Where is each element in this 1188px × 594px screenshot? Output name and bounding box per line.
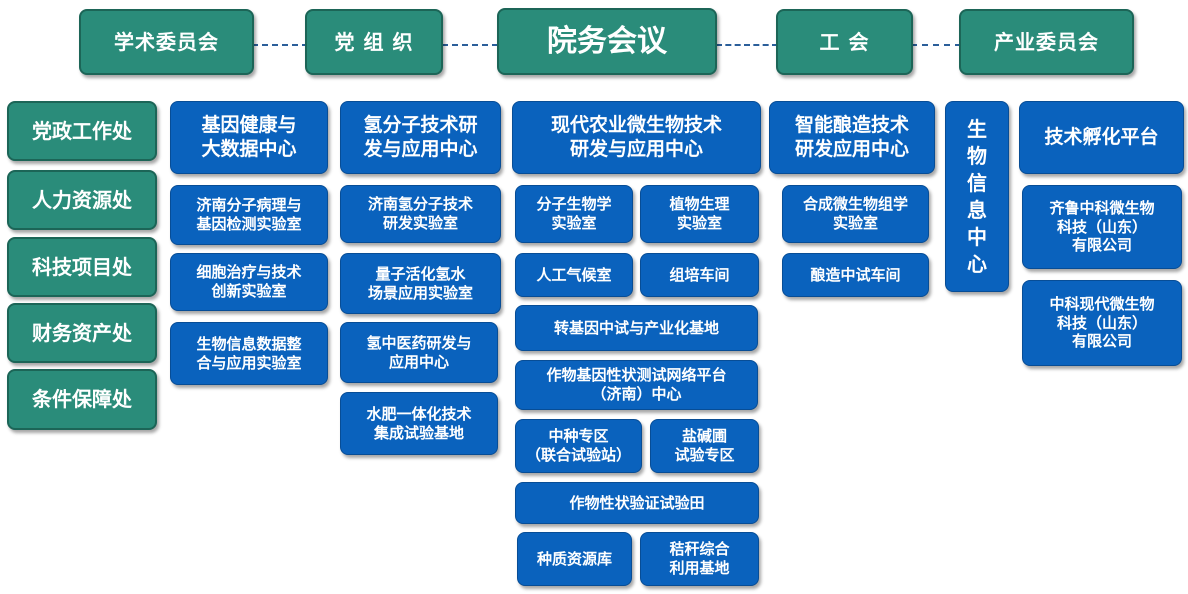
lab-box: 转基因中试与产业化基地 — [515, 305, 758, 351]
industry-committee-box: 产业委员会 — [959, 9, 1134, 75]
brewing-center-box: 智能酿造技术 研发应用中心 — [769, 101, 935, 174]
department-box: 财务资产处 — [7, 303, 157, 363]
academy-meeting-box: 院务会议 — [497, 8, 717, 75]
microbe-agri-center-box: 现代农业微生物技术 研发与应用中心 — [512, 101, 761, 174]
company-box: 中科现代微生物 科技（山东） 有限公司 — [1022, 280, 1182, 366]
department-box: 人力资源处 — [7, 170, 157, 230]
department-box: 条件保障处 — [7, 369, 157, 430]
lab-box: 氢中医药研发与 应用中心 — [340, 322, 498, 383]
lab-box: 人工气候室 — [515, 253, 633, 297]
academic-committee-box: 学术委员会 — [79, 9, 254, 75]
lab-box: 济南氢分子技术 研发实验室 — [340, 185, 501, 243]
lab-box: 生物信息数据整 合与应用实验室 — [170, 322, 328, 385]
department-box: 党政工作处 — [7, 101, 157, 161]
lab-box: 济南分子病理与 基因检测实验室 — [170, 185, 328, 245]
lab-box: 中种专区 （联合试验站） — [515, 419, 642, 473]
labor-union-box: 工 会 — [776, 9, 913, 75]
company-box: 齐鲁中科微生物 科技（山东） 有限公司 — [1022, 185, 1182, 269]
connector-line — [252, 44, 308, 46]
party-organization-box: 党 组 织 — [305, 9, 443, 75]
lab-box: 量子活化氢水 场景应用实验室 — [340, 253, 501, 314]
lab-box: 秸秆综合 利用基地 — [640, 532, 759, 586]
lab-box: 作物基因性状测试网络平台 （济南）中心 — [515, 360, 758, 410]
connector-line — [716, 44, 778, 46]
department-box: 科技项目处 — [7, 237, 157, 297]
connector-line — [911, 44, 961, 46]
lab-box: 植物生理 实验室 — [640, 185, 759, 243]
lab-box: 合成微生物组学 实验室 — [782, 185, 929, 243]
lab-box: 分子生物学 实验室 — [515, 185, 633, 243]
connector-line — [442, 44, 498, 46]
lab-box: 水肥一体化技术 集成试验基地 — [340, 392, 498, 455]
incubation-platform-box: 技术孵化平台 — [1019, 101, 1184, 174]
bioinfo-center-box: 生 物 信 息 中 心 — [945, 101, 1009, 292]
gene-health-center-box: 基因健康与 大数据中心 — [170, 101, 328, 174]
lab-box: 盐碱圃 试验专区 — [650, 419, 759, 473]
lab-box: 作物性状验证试验田 — [515, 482, 759, 524]
lab-box: 细胞治疗与技术 创新实验室 — [170, 253, 328, 311]
lab-box: 种质资源库 — [517, 532, 632, 586]
hydrogen-center-box: 氢分子技术研 发与应用中心 — [340, 101, 501, 174]
lab-box: 组培车间 — [640, 253, 759, 297]
lab-box: 酿造中试车间 — [782, 253, 929, 297]
